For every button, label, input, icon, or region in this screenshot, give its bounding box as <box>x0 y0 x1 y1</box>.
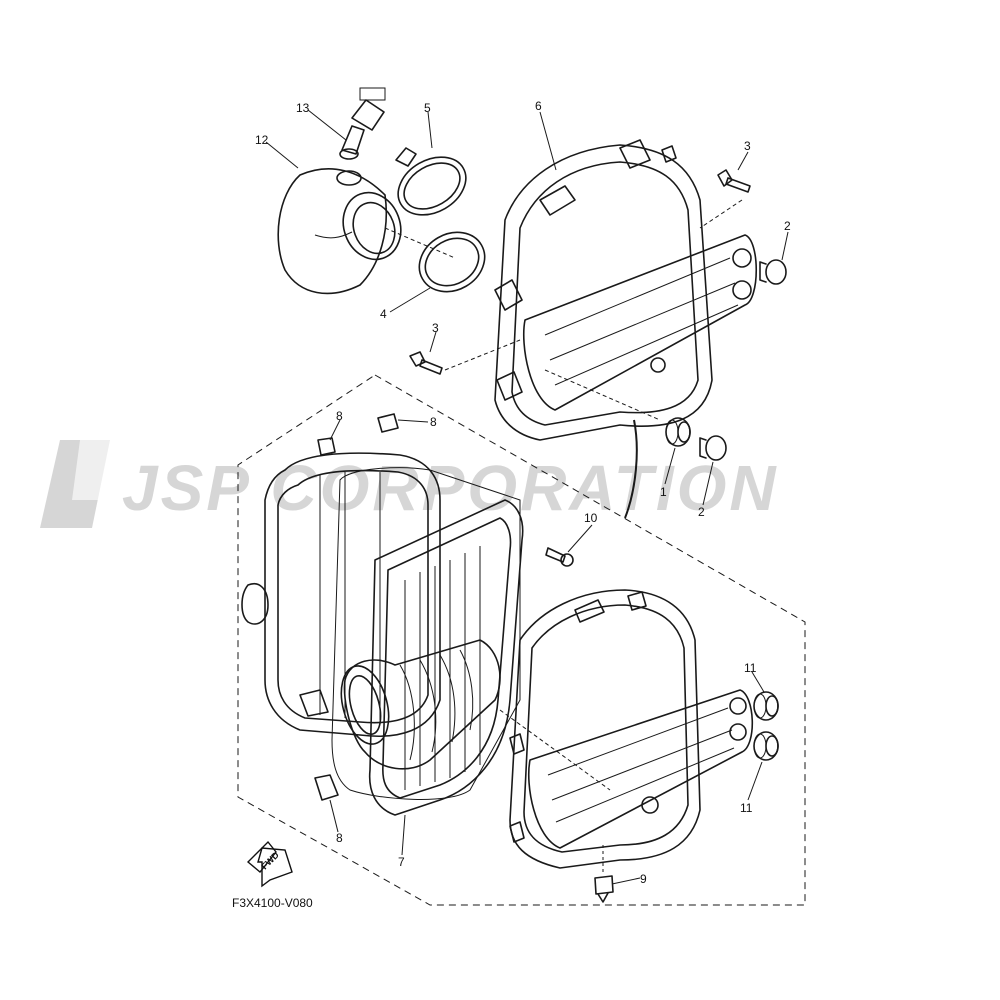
callout-labels: 13 12 5 6 3 2 4 3 1 2 8 8 8 7 10 9 11 11 <box>255 99 791 886</box>
part-3-bolt-upper[interactable] <box>717 169 751 193</box>
assembly-boundary-dashed <box>237 374 806 906</box>
part-1-grommet[interactable] <box>665 417 691 447</box>
part-4-hose-clamp[interactable] <box>409 221 496 303</box>
part-12-intake-silencer[interactable] <box>277 168 410 295</box>
callout-2-lower: 2 <box>698 505 705 519</box>
part-10-screw[interactable] <box>545 547 574 567</box>
part-11-grommet-lower[interactable] <box>753 731 779 761</box>
case-body-right[interactable] <box>509 589 754 869</box>
callout-8-b: 8 <box>430 415 437 429</box>
case-cover-left[interactable] <box>241 452 441 738</box>
assembly-link-line <box>624 419 638 519</box>
callout-7: 7 <box>398 855 405 869</box>
part-11-grommet-upper[interactable] <box>753 691 779 721</box>
part-8-clip-c[interactable] <box>314 774 339 801</box>
callout-1: 1 <box>660 485 667 499</box>
callout-6: 6 <box>535 99 542 113</box>
callout-4: 4 <box>380 307 387 321</box>
callout-8-a: 8 <box>336 409 343 423</box>
part-7-filter-element[interactable] <box>368 499 524 816</box>
watermark: JSP CORPORATION <box>40 440 779 528</box>
callout-13: 13 <box>296 101 310 115</box>
fwd-arrow-icon: FWD <box>246 840 293 888</box>
callout-3-upper: 3 <box>744 139 751 153</box>
part-8-clip-b[interactable] <box>377 413 399 433</box>
part-6-air-cleaner-assembly[interactable] <box>494 139 758 441</box>
watermark-text: JSP CORPORATION <box>122 452 779 524</box>
watermark-logo-cut <box>72 440 112 500</box>
part-9-drain-plug[interactable] <box>594 875 614 903</box>
diagram-code: F3X4100-V080 <box>232 896 313 910</box>
intake-funnel[interactable] <box>333 639 501 770</box>
alignment-lines <box>384 199 743 875</box>
callout-3-lower: 3 <box>432 321 439 335</box>
part-5-hose-clamp[interactable] <box>388 145 476 226</box>
part-2-collar-lower[interactable] <box>699 435 727 461</box>
callout-8-c: 8 <box>336 831 343 845</box>
fwd-label: FWD <box>259 849 281 871</box>
part-3-bolt-lower[interactable] <box>409 351 443 375</box>
callout-5: 5 <box>424 101 431 115</box>
part-2-collar-upper[interactable] <box>759 259 787 285</box>
callout-2-upper: 2 <box>784 219 791 233</box>
part-8-clip-a[interactable] <box>317 437 336 456</box>
callout-12: 12 <box>255 133 269 147</box>
leader-lines <box>265 109 789 885</box>
callout-10: 10 <box>584 511 598 525</box>
callout-9: 9 <box>640 872 647 886</box>
callout-11-lower: 11 <box>740 801 753 815</box>
callout-11-upper: 11 <box>744 661 757 675</box>
case-gasket <box>331 467 521 800</box>
part-13-elbow-fitting[interactable] <box>339 87 386 160</box>
